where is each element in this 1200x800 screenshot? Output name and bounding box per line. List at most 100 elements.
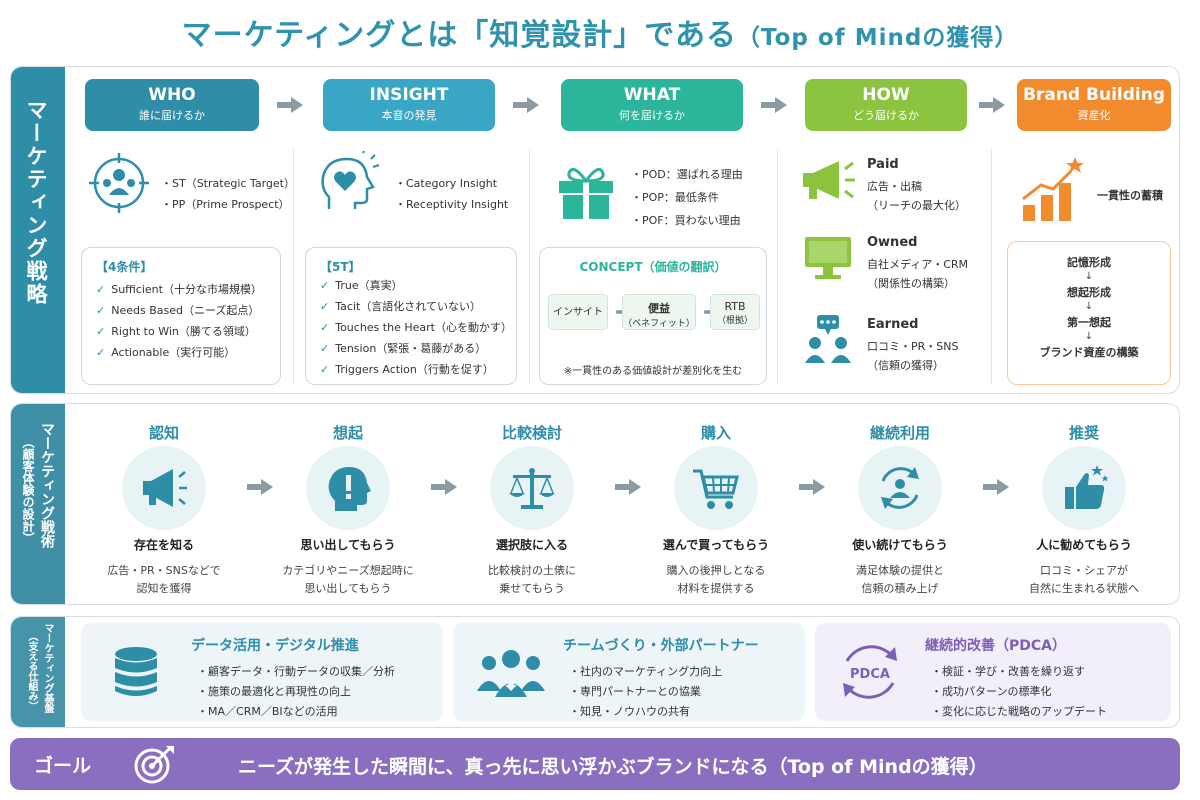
goal-label: ゴール <box>34 755 92 777</box>
condition-item: ✓Actionable（実行可能） <box>96 346 236 359</box>
monitor-icon <box>805 237 851 279</box>
journey-step-label: 推奨 <box>1068 424 1099 442</box>
page-title-main: マーケティングとは「知覚設計」である <box>181 18 737 53</box>
stage-how-title: HOW <box>862 85 910 105</box>
tactics-side-label: マーケティング戦術 <box>39 422 55 548</box>
stage-who: WHO 誰に届けるか <box>85 79 259 131</box>
journey-step-desc: カテゴリやニーズ想起時に <box>282 564 414 577</box>
foundation-point: 顧客データ・行動データの収集／分析 <box>197 663 395 679</box>
journey-step-desc: 満足体験の提供と <box>856 564 944 577</box>
foundation-point: 専門パートナーとの協業 <box>569 683 701 699</box>
journey-step-desc: 認知を獲得 <box>136 582 192 595</box>
concept-flow-insight: インサイト <box>548 294 608 330</box>
journey-step-label: 比較検討 <box>501 424 562 442</box>
foundation-section: マーケティング基盤 （支える仕組み） データ活用・デジタル推進 顧客データ・行動… <box>10 616 1180 728</box>
what-point: POP：最低条件 <box>631 186 743 209</box>
scale-icon <box>509 468 555 509</box>
arrow-right-icon <box>799 479 825 495</box>
journey-step-icon-circle <box>674 446 758 530</box>
arrow-down-icon: ↓ <box>1084 271 1094 282</box>
insight-point: Category Insight <box>395 173 508 194</box>
arrow-right-icon <box>761 97 787 113</box>
concept-note: ※一貫性のある価値設計が差別化を生む <box>563 366 743 377</box>
stage-brand: Brand Building 資産化 <box>1017 79 1171 131</box>
insight-5t-title: 【5T】 <box>320 260 361 274</box>
journey-step-icon-circle <box>306 446 390 530</box>
journey-step-desc: 自然に生まれる状態へ <box>1029 582 1139 595</box>
column-divider <box>777 149 778 385</box>
stage-who-sub: 誰に届けるか <box>139 109 205 122</box>
journey-step-label: 継続利用 <box>869 424 930 442</box>
condition-item: ✓Tension（緊張・葛藤がある） <box>320 342 487 355</box>
concept-box: CONCEPT（価値の翻訳） インサイト 便益 （ベネフィット） RTB （根拠… <box>539 247 767 385</box>
arrow-right-icon <box>277 97 303 113</box>
journey-step-desc: 乗せてもらう <box>499 582 565 595</box>
insight-point: Receptivity Insight <box>395 194 508 215</box>
target-icon <box>134 746 174 784</box>
foundation-point: 知見・ノウハウの共有 <box>569 703 690 719</box>
check-icon: ✓ <box>96 283 106 296</box>
condition-item: ✓Needs Based（ニーズ起点） <box>96 304 260 317</box>
check-icon: ✓ <box>96 304 106 317</box>
how-owned-title: Owned <box>867 235 918 250</box>
journey-step-icon-circle <box>858 446 942 530</box>
page-title-sub: （Top of Mindの獲得） <box>736 25 1019 51</box>
who-point: PP（Prime Prospect） <box>161 194 295 215</box>
check-icon: ✓ <box>320 342 330 355</box>
journey-step-label: 認知 <box>148 424 179 442</box>
foundation-point: 成功パターンの標準化 <box>931 683 1051 699</box>
journey-step-label: 購入 <box>700 424 731 442</box>
journey-step-head: 存在を知る <box>133 538 194 552</box>
heart-head-icon <box>321 151 380 209</box>
check-icon: ✓ <box>96 325 106 338</box>
goal-banner: ゴール ニーズが発生した瞬間に、真っ先に思い浮かぶブランドになる（Top of … <box>10 738 1180 790</box>
concept-title: CONCEPT（価値の翻訳） <box>579 260 727 274</box>
journey-step-head: 使い続けてもらう <box>852 538 948 552</box>
stage-what-sub: 何を届けるか <box>619 109 685 122</box>
what-point: POF：買わない理由 <box>631 209 743 232</box>
journey-step-head: 思い出してもらう <box>300 538 396 552</box>
journey-step-desc: 購入の後押しとなる <box>666 564 766 577</box>
condition-item: ✓Sufficient（十分な市場規模） <box>96 283 262 296</box>
who-point: ST（Strategic Target） <box>161 173 295 194</box>
arrow-right-icon <box>513 97 539 113</box>
stage-what-title: WHAT <box>623 85 681 105</box>
stage-who-title: WHO <box>148 85 196 105</box>
stage-insight-sub: 本音の発見 <box>381 109 437 122</box>
stage-how-sub: どう届けるか <box>853 109 919 122</box>
goal-text: ニーズが発生した瞬間に、真っ先に思い浮かぶブランドになる（Top of Mind… <box>238 756 988 778</box>
condition-item: ✓Triggers Action（行動を促す） <box>320 363 494 376</box>
foundation-side-sublabel: （支える仕組み） <box>26 631 37 711</box>
database-icon <box>115 647 157 696</box>
insight-points: Category Insight Receptivity Insight <box>395 173 508 215</box>
brand-step: ブランド資産の構築 <box>1039 346 1139 359</box>
target-audience-icon <box>89 153 149 213</box>
loop-user-icon <box>881 467 919 509</box>
check-icon: ✓ <box>320 279 330 292</box>
head-idea-icon <box>328 467 371 511</box>
megaphone-icon <box>143 469 187 507</box>
arrow-right-icon <box>247 479 273 495</box>
stage-brand-title: Brand Building <box>1023 85 1165 105</box>
journey-step-head: 人に勧めてもらう <box>1036 538 1132 552</box>
tactics-side-sublabel: （顧客体験の設計） <box>21 436 35 544</box>
who-conditions-box: 【4条件】 ✓Sufficient（十分な市場規模） ✓Needs Based（… <box>81 247 281 385</box>
arrow-down-icon: ↓ <box>1084 301 1094 312</box>
journey-step-head: 選んで買ってもらう <box>662 538 770 552</box>
tactics-section: マーケティング戦術 （顧客体験の設計） 認知 存在を知る 広告・PR・SNSなど… <box>10 403 1180 605</box>
arrow-down-icon: ↓ <box>1084 331 1094 342</box>
journey-step-desc: 思い出してもらう <box>304 582 392 595</box>
how-paid-title: Paid <box>867 157 899 172</box>
team-icon <box>477 650 545 697</box>
journey-step-desc: 広告・PR・SNSなどで <box>107 564 221 577</box>
concept-flow-benefit: 便益 （ベネフィット） <box>622 294 696 330</box>
who-conditions-title: 【4条件】 <box>96 260 153 274</box>
check-icon: ✓ <box>96 346 106 359</box>
strategy-side-label: マーケティング戦略 <box>24 99 48 306</box>
pdca-cycle-icon <box>843 645 897 699</box>
condition-item: ✓True（真実） <box>320 279 403 292</box>
foundation-title: データ活用・デジタル推進 <box>191 638 359 654</box>
journey-step-desc: 口コミ・シェアが <box>1040 564 1128 577</box>
condition-item: ✓Tacit（言語化されていない） <box>320 300 481 313</box>
arrow-right-icon <box>431 479 457 495</box>
